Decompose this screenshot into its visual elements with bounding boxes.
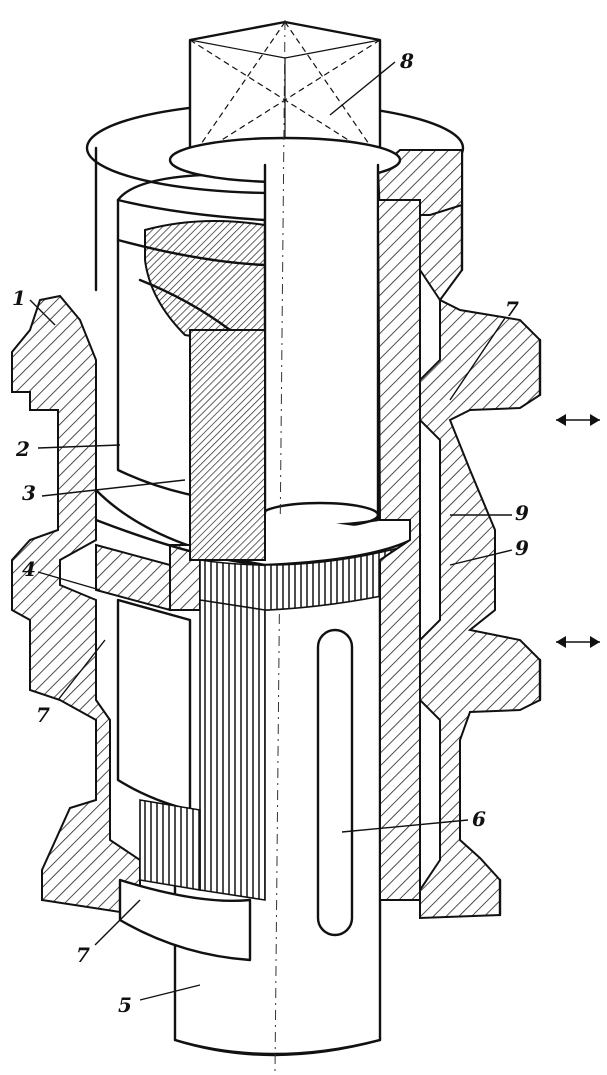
label-9-upper: 9 [515,501,529,525]
label-5: 5 [118,993,132,1017]
flow-arrow-lower [556,636,600,648]
label-1: 1 [12,286,26,310]
lower-sleeve [116,598,266,962]
label-7-right: 7 [505,297,519,321]
label-7-left: 7 [36,703,50,727]
label-9-lower: 9 [515,536,529,560]
flow-arrow-upper [556,414,600,426]
inner-wall [189,199,421,901]
label-7-bottom: 7 [76,943,90,967]
leader-lines [29,61,513,1001]
label-6: 6 [472,807,486,831]
label-2: 2 [15,437,30,461]
label-8: 8 [399,49,414,73]
label-4: 4 [22,557,36,581]
label-3: 3 [22,481,36,505]
